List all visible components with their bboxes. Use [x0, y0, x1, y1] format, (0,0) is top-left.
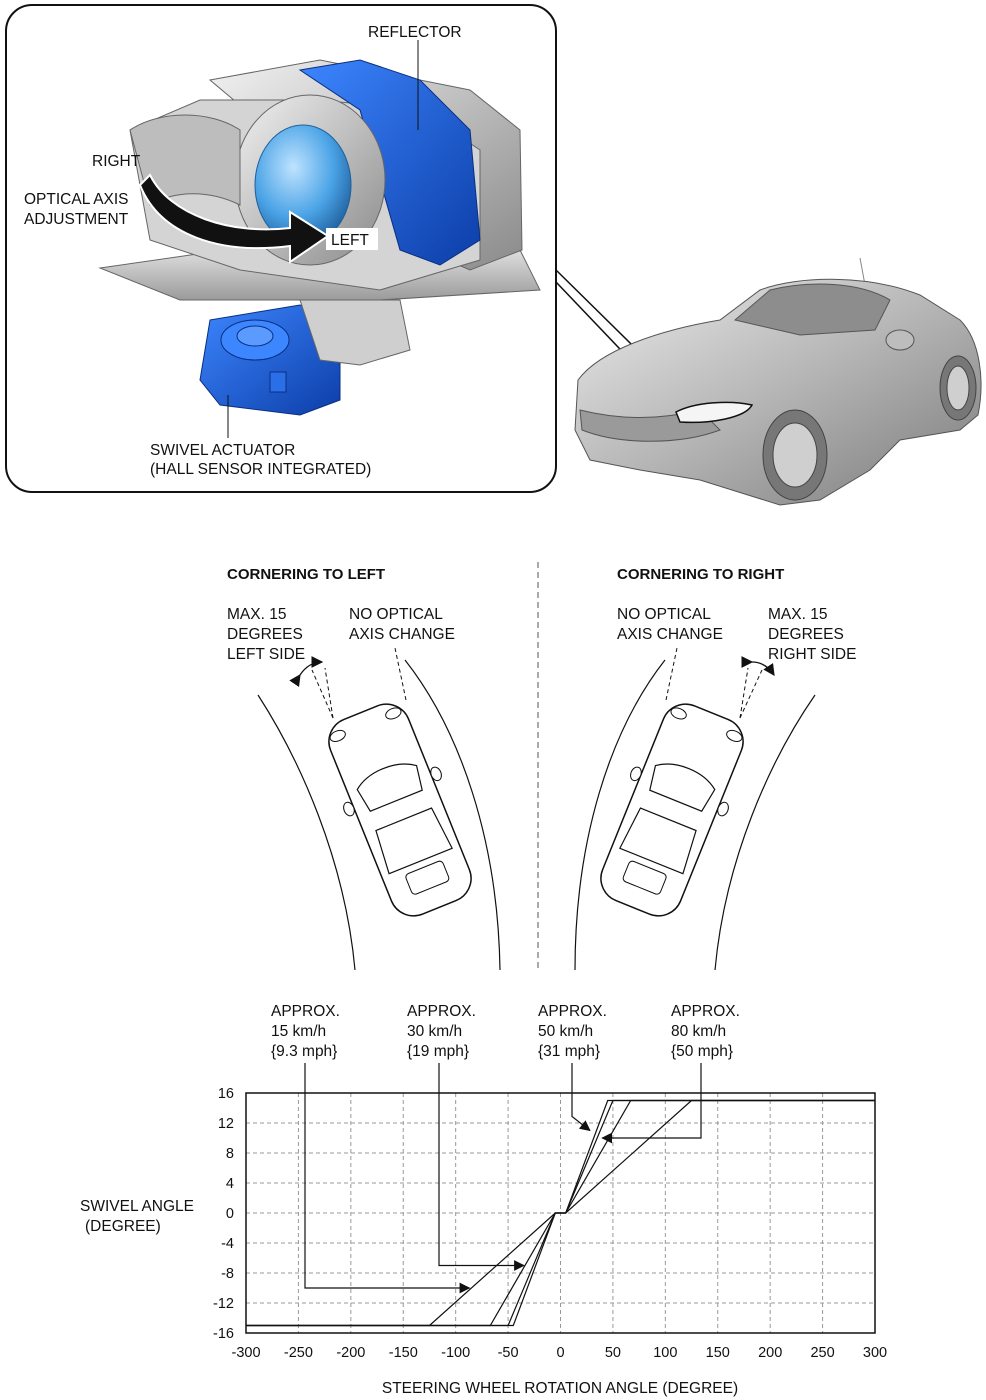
- left-label: LEFT: [331, 232, 369, 249]
- swivel-range-arrow-right: [741, 656, 775, 676]
- x-axis-label: STEERING WHEEL ROTATION ANGLE (DEGREE): [382, 1380, 738, 1397]
- y-axis-label-1: SWIVEL ANGLE: [80, 1198, 194, 1215]
- chart-series: [246, 1099, 875, 1327]
- speed-label-1: 15 km/h: [271, 1023, 326, 1040]
- max-left-label-3: LEFT SIDE: [227, 646, 305, 663]
- optical-axis-label-1: OPTICAL AXIS: [24, 191, 129, 208]
- x-tick-label: 250: [810, 1345, 834, 1361]
- speed-label-4: APPROX.: [671, 1003, 740, 1020]
- road-inner-right: [574, 659, 666, 971]
- speed-label-3: 50 km/h: [538, 1023, 593, 1040]
- speed-label-1: APPROX.: [271, 1003, 340, 1020]
- speed-label-3: {31 mph}: [538, 1043, 600, 1060]
- x-tick-label: -100: [441, 1345, 470, 1361]
- y-tick-label: -16: [213, 1326, 234, 1342]
- plot-frame: [245, 1092, 876, 1334]
- x-tick-label: -150: [389, 1345, 418, 1361]
- car-illustration: [574, 257, 982, 506]
- max-right-label-2: DEGREES: [768, 626, 844, 643]
- speed-label-2: APPROX.: [407, 1003, 476, 1020]
- no-change-left-label-1: NO OPTICAL: [349, 606, 443, 623]
- callout-labels: REFLECTOR RIGHT OPTICAL AXIS ADJUSTMENT …: [24, 24, 462, 478]
- y-tick-label: 4: [226, 1176, 234, 1192]
- road-outer-left: [404, 659, 501, 971]
- series-line-4: [246, 1099, 875, 1327]
- x-tick-label: 200: [758, 1345, 782, 1361]
- road-inner-left: [257, 694, 356, 971]
- speed-label-2: {19 mph}: [407, 1043, 469, 1060]
- x-tick-label: -250: [284, 1345, 313, 1361]
- swivel-actuator-label-1: SWIVEL ACTUATOR: [150, 442, 295, 459]
- cornering-right-section: CORNERING TO RIGHT NO OPTICAL AXIS CHANG…: [574, 566, 856, 971]
- y-tick-label: 8: [226, 1146, 234, 1162]
- speed-label-2: 30 km/h: [407, 1023, 462, 1040]
- y-tick-label: 16: [218, 1086, 234, 1102]
- cornering-left-title: CORNERING TO LEFT: [227, 566, 385, 583]
- no-change-right-label-1: NO OPTICAL: [617, 606, 711, 623]
- cornering-right-title: CORNERING TO RIGHT: [617, 566, 784, 583]
- speed-callout-arrow-1: [304, 1063, 471, 1294]
- speed-label-1: {9.3 mph}: [271, 1043, 337, 1060]
- headlamp-unit-illustration: [98, 40, 541, 438]
- x-tick-label: -300: [231, 1345, 260, 1361]
- chart-speed-callouts: APPROX. 15 km/h {9.3 mph} APPROX. 30 km/h {19…: [271, 1003, 740, 1294]
- max-right-label-3: RIGHT SIDE: [768, 646, 856, 663]
- x-tick-label: -200: [336, 1345, 365, 1361]
- x-tick-label: 100: [653, 1345, 677, 1361]
- y-tick-label: -8: [221, 1266, 234, 1282]
- car-top-view-left: [328, 703, 472, 917]
- car-top-view-right: [600, 703, 744, 917]
- road-outer-right: [714, 694, 816, 971]
- max-right-label-1: MAX. 15: [768, 606, 827, 623]
- y-tick-label: -12: [213, 1296, 234, 1312]
- no-change-left-label-2: AXIS CHANGE: [349, 626, 455, 643]
- speed-callout-arrow-2: [438, 1063, 525, 1271]
- x-tick-label: 150: [706, 1345, 730, 1361]
- x-tick-label: 50: [605, 1345, 621, 1361]
- speed-callout-arrow-3: [571, 1063, 591, 1132]
- y-tick-label: 0: [226, 1206, 234, 1222]
- y-tick-label: 12: [218, 1116, 234, 1132]
- x-tick-label: -50: [498, 1345, 519, 1361]
- chart-ticks: -300 -250 -200 -150 -100 -50 0 50 100 150 200 250 30…: [213, 1086, 887, 1361]
- optical-axis-label-2: ADJUSTMENT: [24, 211, 129, 228]
- y-tick-label: -4: [221, 1236, 234, 1252]
- swivel-range-arrow-left: [289, 656, 324, 688]
- right-label: RIGHT: [92, 153, 141, 170]
- speed-callout-arrow-4: [601, 1063, 702, 1144]
- speed-label-3: APPROX.: [538, 1003, 607, 1020]
- max-left-label-2: DEGREES: [227, 626, 303, 643]
- y-axis-label-2: (DEGREE): [85, 1218, 161, 1235]
- speed-label-4: {50 mph}: [671, 1043, 733, 1060]
- cornering-left-section: CORNERING TO LEFT MAX. 15 DEGREES LEFT S…: [227, 566, 501, 971]
- x-tick-label: 0: [556, 1345, 564, 1361]
- reflector-label: REFLECTOR: [368, 24, 462, 41]
- no-change-right-label-2: AXIS CHANGE: [617, 626, 723, 643]
- swivel-actuator-label-2: (HALL SENSOR INTEGRATED): [150, 461, 371, 478]
- swivel-angle-chart: -300 -250 -200 -150 -100 -50 0 50 100 150 200 250 30…: [80, 1003, 887, 1397]
- max-left-label-1: MAX. 15: [227, 606, 286, 623]
- speed-label-4: 80 km/h: [671, 1023, 726, 1040]
- x-tick-label: 300: [863, 1345, 887, 1361]
